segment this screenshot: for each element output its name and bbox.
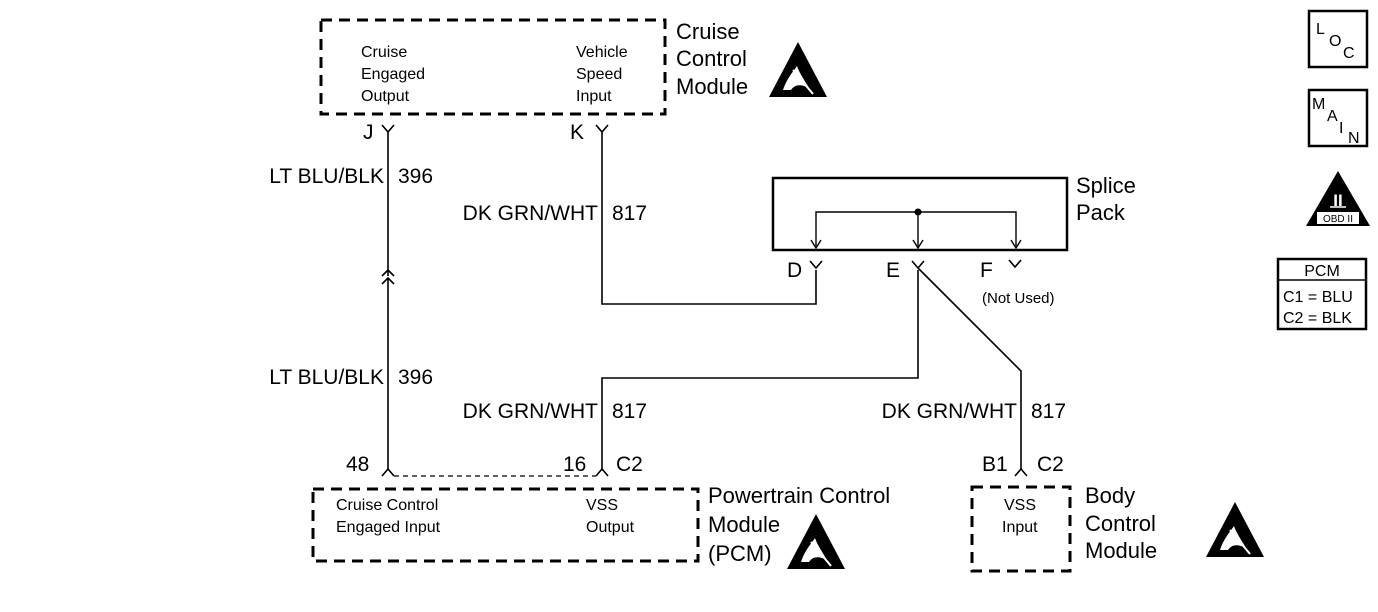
esd-warning-icon <box>787 514 845 569</box>
powertrain-control-module: 48 16 C2 Cruise Control Engaged Input VS… <box>311 453 890 569</box>
bcm-connector-c2: C2 <box>1037 453 1064 476</box>
pcm-vss-output-label-2: Output <box>586 519 635 536</box>
vehicle-speed-input-label-1: Vehicle <box>576 44 628 61</box>
splice-pin-d-terminal <box>809 260 823 270</box>
pcm-pin-48: 48 <box>346 453 369 476</box>
wire-396-circuit-upper: 396 <box>398 165 433 188</box>
splice-junction <box>914 208 922 216</box>
wire-396-circuit-lower: 396 <box>398 366 433 389</box>
splice-pack: Splice Pack D E F (Not Used) <box>771 173 1136 307</box>
main-letter-i: I <box>1339 120 1343 137</box>
pcm-vss-output-label-1: VSS <box>586 497 618 514</box>
loc-letter-o: O <box>1329 33 1341 50</box>
pcm-name-3: (PCM) <box>708 541 772 566</box>
splice-pack-box <box>771 176 1069 252</box>
pcm-pin-48-terminal <box>381 467 395 477</box>
splice-pin-e: E <box>886 259 900 282</box>
splice-bus <box>815 211 1017 246</box>
wire-817-color-upper: DK GRN/WHT <box>463 202 598 225</box>
wire-817-circuit-pcm: 817 <box>612 400 647 423</box>
pcm-legend-title: PCM <box>1304 263 1340 280</box>
splice-pin-f-not-used: (Not Used) <box>982 290 1055 307</box>
vehicle-speed-input-label-2: Speed <box>576 66 622 83</box>
pcm-name-1: Powertrain Control <box>708 483 890 508</box>
body-control-module: B1 C2 VSS Input Body Control Module <box>970 453 1264 573</box>
esd-warning-icon <box>1206 502 1264 557</box>
pcm-connector-legend: PCM C1 = BLU C2 = BLK <box>1276 257 1368 331</box>
vehicle-speed-input-label-3: Input <box>576 88 612 105</box>
cruise-control-module: Cruise Engaged Output Vehicle Speed Inpu… <box>319 18 827 144</box>
main-letter-n: N <box>1348 130 1360 147</box>
cruise-module-name-1: Cruise <box>676 19 740 44</box>
cruise-module-box <box>319 18 667 116</box>
bcm-vss-input-label-1: VSS <box>1004 497 1036 514</box>
cruise-engaged-output-label-2: Engaged <box>361 66 425 83</box>
splice-pin-e-terminal <box>911 260 925 270</box>
splice-pin-f: F <box>980 259 993 282</box>
wire-817-color-pcm: DK GRN/WHT <box>463 400 598 423</box>
splice-arrow-f <box>1010 239 1022 250</box>
cruise-pin-k: K <box>570 121 584 144</box>
main-letter-m: M <box>1312 96 1325 113</box>
splice-pack-name-2: Pack <box>1076 200 1126 225</box>
pcm-engaged-input-label-1: Cruise Control <box>336 497 438 514</box>
pcm-pin-16-terminal <box>595 467 609 477</box>
cruise-engaged-output-label-1: Cruise <box>361 44 407 61</box>
main-letter-a: A <box>1327 108 1338 125</box>
bcm-vss-input-label-2: Input <box>1002 519 1038 536</box>
pcm-connector-c2: C2 <box>616 453 643 476</box>
pcm-box <box>311 487 700 563</box>
cruise-module-name-2: Control <box>676 46 747 71</box>
bcm-name-3: Module <box>1085 538 1157 563</box>
splice-pack-name-1: Splice <box>1076 173 1136 198</box>
wire-817-color-bcm: DK GRN/WHT <box>882 400 1017 423</box>
wires: LT BLU/BLK 396 DK GRN/WHT 817 LT BLU/BLK… <box>269 132 1066 477</box>
pcm-legend-c1: C1 = BLU <box>1283 289 1353 306</box>
bcm-pin-b1-terminal <box>1014 467 1028 477</box>
obd-ii-numeral: II <box>1333 191 1342 210</box>
splice-pin-d: D <box>787 259 802 282</box>
legend: L O C M A I N II OBD II PCM C1 = BLU C2 … <box>1276 9 1370 331</box>
bcm-pin-b1: B1 <box>982 453 1008 476</box>
cruise-pin-j: J <box>363 121 374 144</box>
pcm-name-2: Module <box>708 512 780 537</box>
splice-pin-f-terminal <box>1008 259 1022 269</box>
pcm-legend-c2: C2 = BLK <box>1283 310 1352 327</box>
esd-warning-icon <box>769 42 827 97</box>
loc-letter-c: C <box>1343 45 1355 62</box>
bcm-name-2: Control <box>1085 511 1156 536</box>
main-icon: M A I N <box>1307 88 1369 148</box>
loc-letter-l: L <box>1316 21 1325 38</box>
bcm-name-1: Body <box>1085 483 1135 508</box>
cruise-engaged-output-label-3: Output <box>361 88 410 105</box>
wire-817-circuit-bcm: 817 <box>1031 400 1066 423</box>
pcm-engaged-input-label-2: Engaged Input <box>336 519 441 536</box>
cruise-pin-k-terminal <box>595 124 609 134</box>
cruise-pin-j-terminal <box>381 124 395 134</box>
cruise-module-name-3: Module <box>676 74 748 99</box>
wire-817-k-to-d <box>601 132 817 305</box>
splice-arrow-e <box>912 239 924 250</box>
obd-ii-icon: II OBD II <box>1306 171 1370 226</box>
wire-817-e-to-bcm <box>917 267 1022 470</box>
wire-396-color-upper: LT BLU/BLK <box>269 165 384 188</box>
obd-ii-text: OBD II <box>1323 214 1353 225</box>
loc-icon: L O C <box>1307 9 1369 69</box>
wire-396-color-lower: LT BLU/BLK <box>269 366 384 389</box>
pcm-pin-16: 16 <box>563 453 586 476</box>
splice-arrow-d <box>810 239 822 250</box>
wire-817-circuit-upper: 817 <box>612 202 647 225</box>
wire-817-e-to-pcm <box>601 270 919 470</box>
